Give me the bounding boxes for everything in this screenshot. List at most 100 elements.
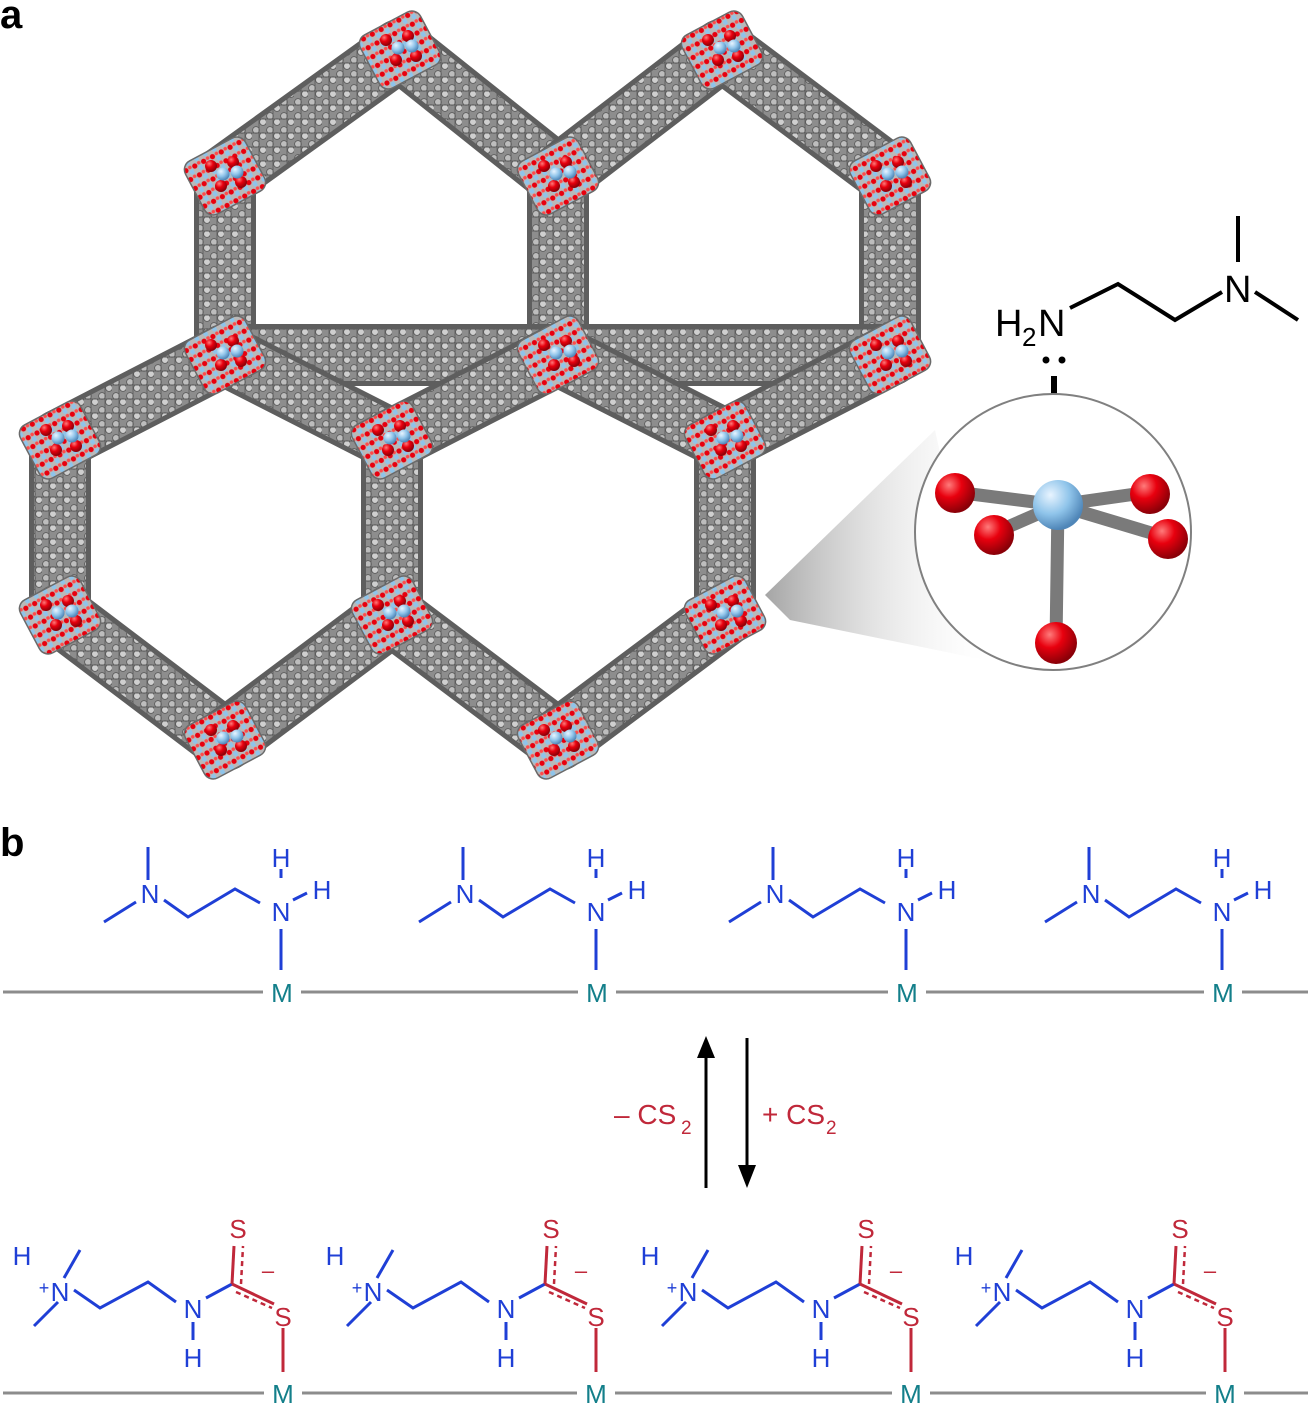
framework-oxygen xyxy=(568,176,580,188)
framework-metal xyxy=(716,606,730,620)
framework-oxygen xyxy=(372,599,384,611)
plus-charge: + xyxy=(981,1278,992,1298)
framework-oxygen xyxy=(548,180,560,192)
methyl-bond xyxy=(660,1300,688,1328)
framework-oxygen xyxy=(705,424,717,436)
framework-strut xyxy=(366,589,584,766)
h-atom: H xyxy=(272,843,291,873)
framework-metal xyxy=(51,606,65,620)
framework-oxygen xyxy=(892,156,904,168)
framework-metal xyxy=(230,729,244,743)
lone-pair-dot xyxy=(1042,356,1050,364)
tertiary-n: N xyxy=(1082,879,1101,909)
framework-oxygen xyxy=(215,744,227,756)
plus-charge: + xyxy=(39,1278,50,1298)
h-atom: H xyxy=(13,1241,32,1271)
framework-metal xyxy=(730,604,744,618)
framework-oxygen xyxy=(40,424,52,436)
framework-metal xyxy=(881,346,895,360)
framework-oxygen xyxy=(705,599,717,611)
h-atom: H xyxy=(955,1241,974,1271)
methyl-bond xyxy=(1044,900,1078,924)
framework-oxygen xyxy=(205,339,217,351)
framework-oxygen xyxy=(205,160,217,172)
framework-oxygen xyxy=(235,740,247,752)
framework-oxygen xyxy=(727,420,739,432)
n-c-bond xyxy=(1147,1282,1175,1300)
minus-charge: – xyxy=(575,1258,588,1283)
framework-oxygen xyxy=(548,744,560,756)
forward-arrowhead xyxy=(738,1165,756,1188)
framework-oxygen xyxy=(215,180,227,192)
c-s-bond xyxy=(544,1282,588,1306)
s-atom: S xyxy=(857,1214,874,1244)
framework-metal xyxy=(405,39,419,53)
framework-oxygen xyxy=(560,156,572,168)
framework-strut xyxy=(199,24,426,202)
framework-oxygen xyxy=(50,444,62,456)
h-atom: H xyxy=(812,1343,831,1373)
framework-metal xyxy=(397,604,411,618)
oxygen-atom xyxy=(974,515,1014,555)
ethylene-bridge xyxy=(73,1280,177,1310)
methyl-bond xyxy=(418,900,452,924)
framework-oxygen xyxy=(560,720,572,732)
framework-oxygen xyxy=(560,335,572,347)
framework-metal xyxy=(65,429,79,443)
minus-charge: – xyxy=(890,1258,903,1283)
nh-bond xyxy=(292,891,308,902)
reverse-arrowhead xyxy=(697,1036,715,1058)
nh-bond xyxy=(917,891,933,902)
framework-oxygen xyxy=(568,355,580,367)
amide-n: N xyxy=(1126,1294,1145,1324)
framework-oxygen xyxy=(735,615,747,627)
framework-metal xyxy=(730,429,744,443)
lone-pair-dot xyxy=(1058,356,1066,364)
framework-oxygen xyxy=(538,339,550,351)
amine-n: N xyxy=(272,897,291,927)
framework-metal xyxy=(230,344,244,358)
framework-oxygen xyxy=(227,720,239,732)
framework-oxygen xyxy=(548,359,560,371)
amine-n: N xyxy=(897,897,916,927)
metal-m: M xyxy=(896,978,918,1008)
metal-m: M xyxy=(1212,978,1234,1008)
h-atom: H xyxy=(641,1241,660,1271)
framework-oxygen xyxy=(727,595,739,607)
ammonium-n: N xyxy=(51,1277,70,1307)
framework-metal xyxy=(216,346,230,360)
n-c-bond xyxy=(833,1282,861,1300)
c-s-bond xyxy=(231,1282,275,1306)
framework-metal xyxy=(563,729,577,743)
framework-oxygen xyxy=(70,615,82,627)
ethylene-bridge xyxy=(386,1280,490,1310)
h-atom: H xyxy=(628,875,647,905)
framework-oxygen xyxy=(715,619,727,631)
c-s-partial-bond xyxy=(1177,1290,1215,1310)
framework-oxygen xyxy=(900,355,912,367)
nh-bond xyxy=(607,891,623,902)
metal-label-bg xyxy=(888,977,926,1007)
amine-n: N xyxy=(1038,303,1065,345)
plus-charge: + xyxy=(667,1278,678,1298)
framework-oxygen xyxy=(732,50,744,62)
metal-label-bg xyxy=(892,1378,930,1408)
amine-h: H xyxy=(995,303,1022,345)
h-atom: H xyxy=(1254,875,1273,905)
h-atom: H xyxy=(938,875,957,905)
metal-m: M xyxy=(586,978,608,1008)
tertiary-n: N xyxy=(456,879,475,909)
c-s-bond xyxy=(1173,1282,1217,1306)
s-atom: S xyxy=(542,1214,559,1244)
oxygen-atom xyxy=(1035,622,1077,664)
framework-oxygen xyxy=(402,30,414,42)
framework-oxygen xyxy=(62,595,74,607)
framework-oxygen xyxy=(390,54,402,66)
framework-oxygen xyxy=(402,615,414,627)
oxygen-atom xyxy=(1130,474,1170,514)
framework-strut xyxy=(696,24,916,202)
framework-oxygen xyxy=(870,339,882,351)
